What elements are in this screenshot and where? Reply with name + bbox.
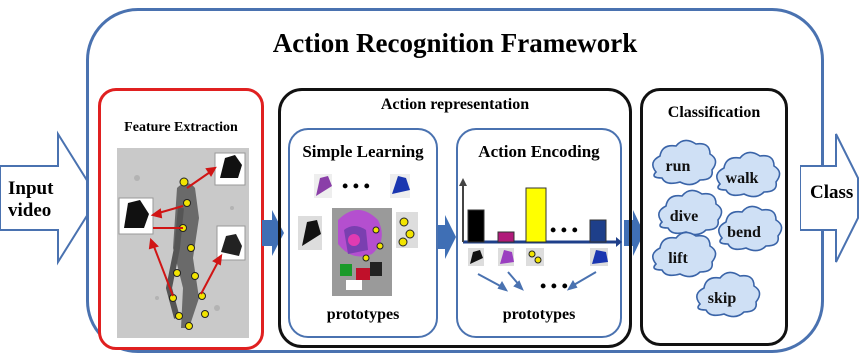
arrow-right-icon [262,210,284,256]
simple-learning-image [298,174,418,296]
feature-extraction-image [117,148,249,338]
class-bend: bend [727,224,761,241]
histogram-bar [589,219,607,243]
action-encoding-dots-bottom: • • • [540,276,568,296]
class-dive: dive [670,208,698,225]
input-arrow-icon [0,130,100,266]
cloud-icon: skip [695,271,761,318]
simple-learning-caption: prototypes [326,306,400,323]
class-run: run [666,158,691,175]
action-encoding-title: Action Encoding [478,142,600,161]
simple-learning-title: Simple Learning [302,142,424,161]
cloud-icon: walk [715,151,781,198]
cloud-icon: dive [657,189,723,236]
histogram-bar [525,187,547,243]
histogram-bar [467,209,485,243]
cloud-icon: lift [651,231,717,278]
classification-title: Classification [667,104,761,121]
feature-extraction-title: Feature Extraction [124,120,238,135]
class-lift: lift [668,250,688,267]
histogram-bar [497,231,515,243]
action-encoding-histogram [459,178,622,292]
action-encoding-dots: • • • [550,220,578,240]
action-encoding-caption: prototypes [502,306,576,323]
action-representation-panel [278,88,632,348]
output-label: Class [810,182,854,203]
classification-clouds: run walk dive bend lift skip [651,139,783,318]
simple-learning-dots: • • • [342,176,370,196]
action-representation-title: Action representation [380,96,530,113]
framework-title: Action Recognition Framework [272,28,638,58]
class-skip: skip [708,290,737,307]
output-arrow-icon [800,133,859,263]
arrow-right-icon [436,215,456,259]
cloud-icon: run [651,139,717,186]
cloud-icon: bend [717,205,783,252]
class-walk: walk [726,170,759,187]
